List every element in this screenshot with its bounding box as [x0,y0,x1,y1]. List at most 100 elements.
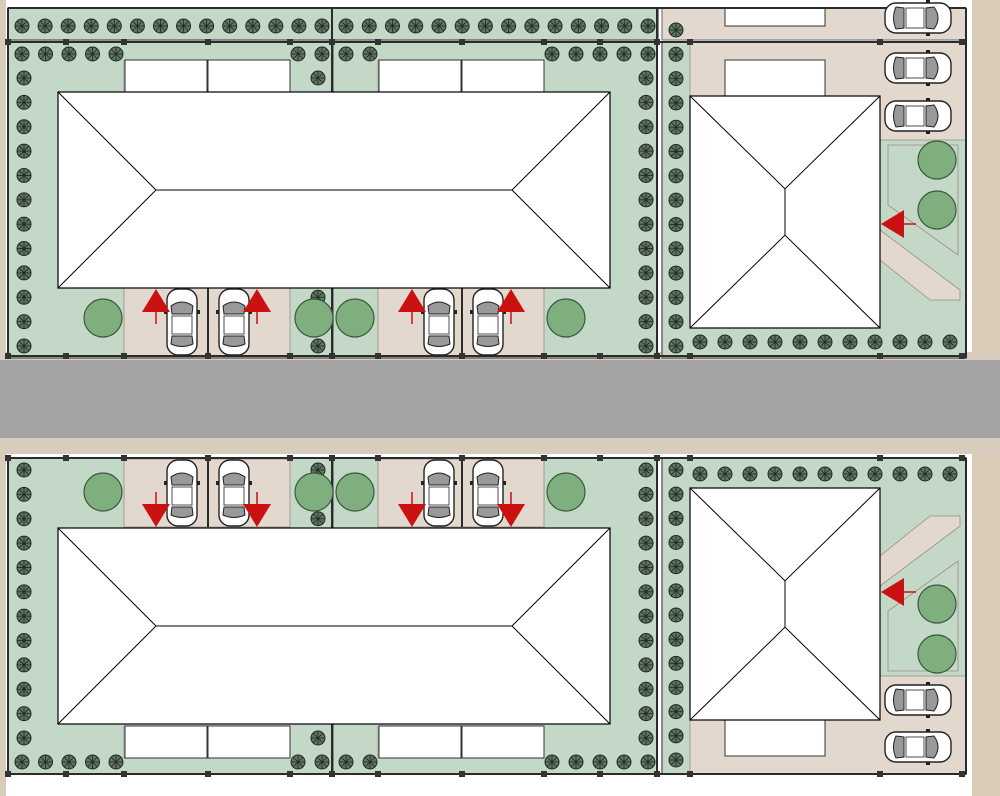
hedge-shrub-icon [60,18,76,34]
round-tree-icon [294,472,334,512]
hedge-shrub-icon [638,511,654,527]
hedge-shrub-icon [668,486,684,502]
hedge-shrub-icon [362,754,378,770]
round-tree-icon [917,634,957,674]
fence-post-icon [541,771,547,777]
hedge-shrub-icon [408,18,424,34]
hedge-shrub-icon [310,730,326,746]
hedge-shrub-icon [501,18,517,34]
hedge-shrub-icon [668,607,684,623]
hedge-shrub-icon [668,216,684,232]
hedge-shrub-icon [14,46,30,62]
fence-post-icon [541,39,547,45]
fence-post-icon [597,455,603,461]
fence-post-icon [121,39,127,45]
hedge-shrub-icon [16,338,32,354]
hedge-shrub-icon [668,192,684,208]
hedge-shrub-icon [638,462,654,478]
hedge-shrub-icon [638,192,654,208]
fence-post-icon [63,39,69,45]
hedge-shrub-icon [616,754,632,770]
fence-post-icon [63,771,69,777]
annex [378,59,462,93]
hedge-shrub-icon [16,608,32,624]
annex [124,725,208,759]
hedge-shrub-icon [668,46,684,62]
fence-post-icon [5,455,11,461]
hedge-shrub-icon [640,46,656,62]
hedge-shrub-icon [338,46,354,62]
fence-post-icon [597,353,603,359]
hedge-shrub-icon [16,70,32,86]
hedge-shrub-icon [61,46,77,62]
hedge-shrub-icon [338,18,354,34]
hedge-shrub-icon [638,314,654,330]
hedge-shrub-icon [668,535,684,550]
hedge-shrub-icon [668,462,684,478]
hedge-shrub-icon [742,334,758,350]
fence-post-icon [205,39,211,45]
fence-post-icon [329,353,335,359]
fence-post-icon [459,455,465,461]
fence-post-icon [597,39,603,45]
hedge-shrub-icon [638,657,654,673]
hedge-shrub-icon [16,192,32,208]
fence-post-icon [205,771,211,777]
hedge-shrub-icon [544,46,560,62]
hedge-shrub-icon [668,144,684,160]
round-tree-icon [335,298,375,338]
hedge-shrub-icon [291,18,307,34]
hedge-shrub-icon [38,46,53,62]
round-tree-icon [294,298,334,338]
hedge-shrub-icon [892,334,908,350]
hedge-shrub-icon [454,18,470,34]
hedge-shrub-icon [817,466,833,482]
roofs [57,91,881,725]
hedge-shrub-icon [477,18,493,34]
hedge-shrub-icon [668,655,684,671]
hedge-shrub-icon [668,241,684,257]
fence-post-icon [687,353,693,359]
annex [724,59,826,99]
hedge-shrub-icon [547,18,563,34]
hedge-shrub-icon [16,633,32,649]
hedge-shrub-icon [638,70,654,86]
hedge-shrub-icon [717,466,733,482]
hedge-shrub-icon [361,18,377,34]
hedge-shrub-icon [638,143,654,159]
fence-post-icon [375,771,381,777]
hedge-shrub-icon [14,754,30,770]
hedge-shrub-icon [16,657,32,673]
hedge-shrub-icon [310,511,326,527]
fence-post-icon [541,455,547,461]
hedge-shrub-icon [638,338,654,354]
fence-post-icon [287,771,293,777]
fence-post-icon [287,353,293,359]
hedge-shrub-icon [638,706,654,722]
hedge-shrub-icon [668,510,684,526]
fence-post-icon [877,39,883,45]
hedge-shrub-icon [668,95,684,111]
hedge-shrub-icon [16,265,32,281]
hedge-shrub-icon [290,754,306,770]
hedge-shrub-icon [106,18,122,34]
car-icon [469,288,507,356]
fence-post-icon [329,771,335,777]
fence-post-icon [5,771,11,777]
fence-post-icon [329,455,335,461]
hedge-shrub-icon [638,535,654,551]
round-tree-icon [546,472,586,512]
round-tree-icon [335,472,375,512]
hedge-shrub-icon [152,18,168,34]
fence-post-icon [687,455,693,461]
fence-post-icon [375,39,381,45]
hedge-shrub-icon [16,167,32,183]
fence-post-icon [654,771,660,777]
round-tree-icon [917,584,957,624]
round-tree-icon [917,140,957,180]
fence-post-icon [877,353,883,359]
fence-post-icon [959,353,965,359]
hedge-shrub-icon [867,466,883,482]
hedge-shrub-icon [638,633,654,649]
